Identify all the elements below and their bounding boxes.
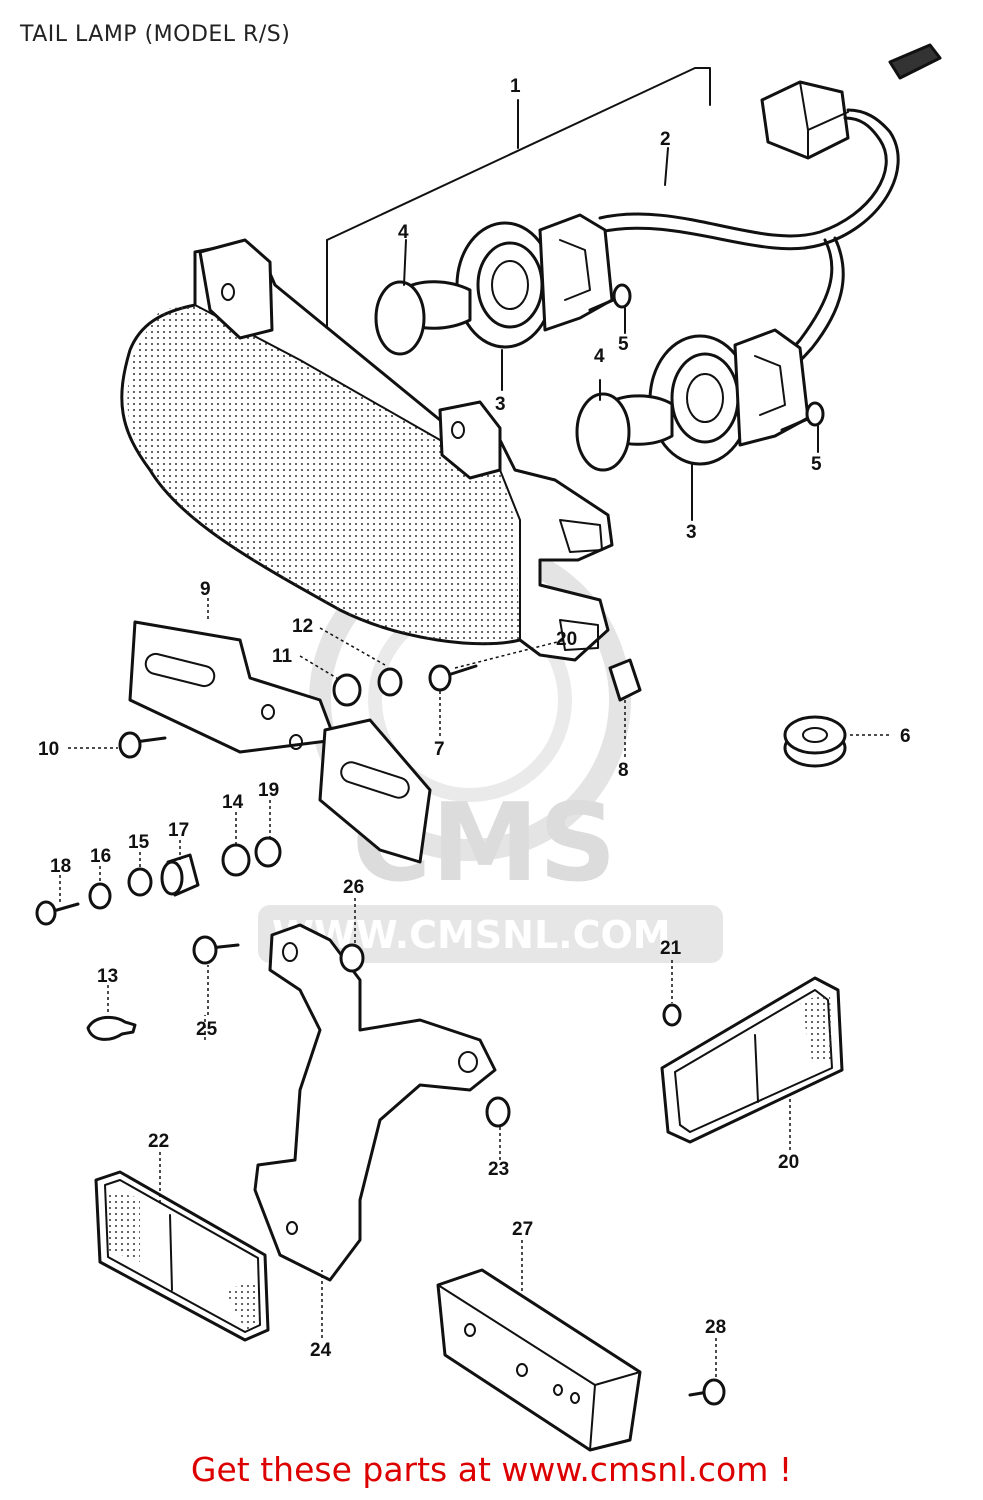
screw-5-lower xyxy=(780,401,825,432)
bulb-socket-lower xyxy=(648,328,810,466)
nut-12 xyxy=(377,667,403,697)
bolt-18 xyxy=(35,900,80,926)
screw-28 xyxy=(688,1378,726,1406)
callout-5-lower: 5 xyxy=(811,454,822,475)
wiring-harness xyxy=(598,108,900,380)
screw-7 xyxy=(428,664,478,692)
callout-24: 24 xyxy=(310,1340,332,1361)
nut-26 xyxy=(339,943,365,973)
callout-28: 28 xyxy=(705,1317,726,1338)
footer-link[interactable]: Get these parts at www.cmsnl.com ! xyxy=(190,1450,793,1489)
bracket-plate-9b xyxy=(318,718,432,864)
callout-15: 15 xyxy=(128,832,150,853)
callout-labels: 1 2 3 3 4 4 5 5 6 7 8 9 10 11 12 13 14 1… xyxy=(38,76,911,1361)
callout-3-upper: 3 xyxy=(495,394,506,415)
callout-16: 16 xyxy=(90,846,111,867)
clip-8 xyxy=(608,658,642,702)
callout-21: 21 xyxy=(660,938,682,959)
bulb-upper xyxy=(374,280,472,356)
bulb-lower xyxy=(575,392,674,472)
bulb-13 xyxy=(86,1015,137,1041)
callout-20-lower: 20 xyxy=(778,1152,799,1173)
callout-23: 23 xyxy=(488,1159,509,1180)
callout-4-upper: 4 xyxy=(398,222,409,243)
callout-18: 18 xyxy=(50,856,71,877)
callout-14: 14 xyxy=(222,792,244,813)
callout-4-lower: 4 xyxy=(594,346,605,367)
callout-2: 2 xyxy=(660,129,671,150)
callout-17: 17 xyxy=(168,820,189,841)
nut-23 xyxy=(485,1096,511,1128)
callout-3-lower: 3 xyxy=(686,522,697,543)
callout-12: 12 xyxy=(292,616,313,637)
callout-13: 13 xyxy=(97,966,118,987)
washer-16 xyxy=(88,882,112,910)
leader-lines xyxy=(59,147,892,1380)
callout-1: 1 xyxy=(510,76,521,97)
screw-5-upper xyxy=(588,283,632,312)
callout-19: 19 xyxy=(258,780,279,801)
reflector-20 xyxy=(660,976,844,1144)
license-lamp-27 xyxy=(436,1268,642,1452)
screw-25 xyxy=(192,935,240,965)
callout-5-upper: 5 xyxy=(618,334,629,355)
reflector-22 xyxy=(94,1170,270,1342)
nut-19 xyxy=(254,836,282,868)
callout-7: 7 xyxy=(434,739,445,760)
callout-8: 8 xyxy=(618,760,629,781)
license-bracket-24 xyxy=(253,923,497,1282)
nut-21 xyxy=(662,1003,682,1027)
callout-27: 27 xyxy=(512,1219,533,1240)
spacer-17 xyxy=(160,853,200,897)
connector-plug xyxy=(760,43,942,160)
bracket-9 xyxy=(128,620,337,754)
callout-11: 11 xyxy=(272,646,293,667)
page-title: TAIL LAMP (MODEL R/S) xyxy=(20,22,291,47)
callout-10: 10 xyxy=(38,739,59,760)
callout-6: 6 xyxy=(900,726,911,747)
callout-9: 9 xyxy=(200,579,211,600)
washer-15 xyxy=(127,867,153,897)
screw-10 xyxy=(118,731,167,759)
washer-11 xyxy=(332,673,362,707)
callout-20-upper: 20 xyxy=(556,629,577,650)
callout-22: 22 xyxy=(148,1131,169,1152)
tail-lamp-housing xyxy=(120,238,614,662)
bulb-socket-upper xyxy=(455,213,614,349)
washer-14 xyxy=(221,843,251,877)
grommet-6 xyxy=(783,715,847,768)
callout-25: 25 xyxy=(196,1019,218,1040)
callout-26: 26 xyxy=(343,877,364,898)
